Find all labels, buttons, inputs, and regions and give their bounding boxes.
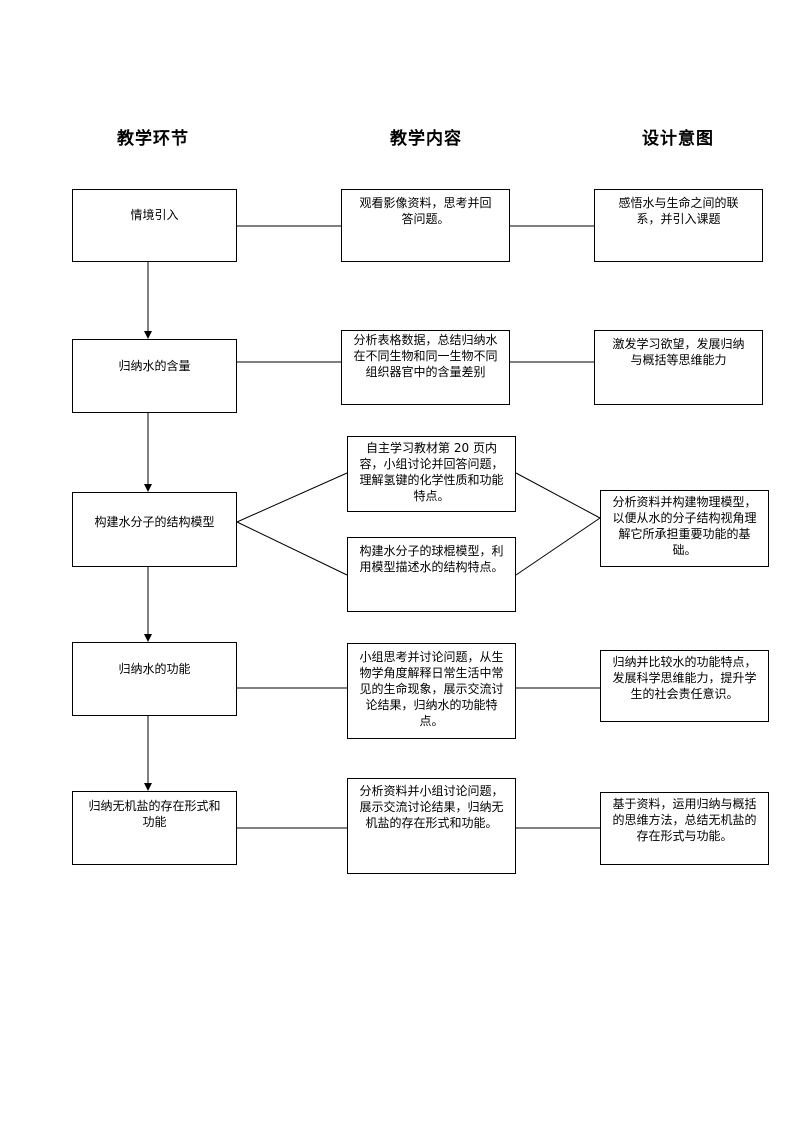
content-text-2: 分析表格数据，总结归纳水在不同生物和同一生物不同组织器官中的含量差别 <box>353 333 498 379</box>
content-box-3a: 自主学习教材第 20 页内容，小组讨论并回答问题，理解氢键的化学性质和功能特点。 <box>347 436 516 512</box>
content-text-1: 观看影像资料，思考并回答问题。 <box>359 196 492 226</box>
stage-label-3: 构建水分子的结构模型 <box>94 515 215 529</box>
stage-box-4: 归纳水的功能 <box>72 642 237 716</box>
stage-label-1: 情境引入 <box>130 208 179 222</box>
content-text-3a: 自主学习教材第 20 页内容，小组讨论并回答问题，理解氢键的化学性质和功能特点。 <box>359 441 504 503</box>
intent-text-1: 感悟水与生命之间的联系，并引入课题 <box>618 196 739 226</box>
intent-text-3: 分析资料并构建物理模型，以便从水的分子结构视角理解它所承担重要功能的基础。 <box>612 495 757 557</box>
stage-label-2: 归纳水的含量 <box>118 359 191 373</box>
stage-label-5: 归纳无机盐的存在形式和功能 <box>88 799 221 829</box>
intent-box-2: 激发学习欲望，发展归纳与概括等思维能力 <box>594 330 763 405</box>
intent-box-5: 基于资料，运用归纳与概括的思维方法，总结无机盐的存在形式与功能。 <box>600 792 769 865</box>
content-text-5: 分析资料并小组讨论问题，展示交流讨论结果，归纳无机盐的存在形式和功能。 <box>359 784 504 830</box>
intent-text-2: 激发学习欲望，发展归纳与概括等思维能力 <box>612 337 745 367</box>
content-text-4: 小组思考并讨论问题，从生物学角度解释日常生活中常见的生命现象，展示交流讨论结果，… <box>359 650 504 728</box>
header-design-intent: 设计意图 <box>642 129 714 149</box>
header-teaching-stage: 教学环节 <box>117 129 189 149</box>
content-box-1: 观看影像资料，思考并回答问题。 <box>341 189 510 262</box>
content-box-4: 小组思考并讨论问题，从生物学角度解释日常生活中常见的生命现象，展示交流讨论结果，… <box>347 643 516 739</box>
connector-row3-b-bot <box>515 517 601 576</box>
content-box-2: 分析表格数据，总结归纳水在不同生物和同一生物不同组织器官中的含量差别 <box>341 330 510 405</box>
intent-box-3: 分析资料并构建物理模型，以便从水的分子结构视角理解它所承担重要功能的基础。 <box>600 490 769 567</box>
content-text-3b: 构建水分子的球棍模型，利用模型描述水的结构特点。 <box>359 544 504 574</box>
stage-box-1: 情境引入 <box>72 189 237 262</box>
connector-row3-b-top <box>515 472 601 519</box>
content-box-3b: 构建水分子的球棍模型，利用模型描述水的结构特点。 <box>347 537 516 612</box>
intent-box-1: 感悟水与生命之间的联系，并引入课题 <box>594 189 763 262</box>
stage-label-4: 归纳水的功能 <box>118 662 191 676</box>
stage-box-3: 构建水分子的结构模型 <box>72 492 237 567</box>
connector-row3-a-bot <box>236 521 348 576</box>
intent-text-4: 归纳并比较水的功能特点，发展科学思维能力，提升学生的社会责任意识。 <box>612 655 757 701</box>
intent-box-4: 归纳并比较水的功能特点，发展科学思维能力，提升学生的社会责任意识。 <box>600 650 769 722</box>
stage-box-2: 归纳水的含量 <box>72 339 237 413</box>
content-box-5: 分析资料并小组讨论问题，展示交流讨论结果，归纳无机盐的存在形式和功能。 <box>347 778 516 874</box>
stage-box-5: 归纳无机盐的存在形式和功能 <box>72 791 237 865</box>
intent-text-5: 基于资料，运用归纳与概括的思维方法，总结无机盐的存在形式与功能。 <box>612 797 757 843</box>
connector-row3-a-top <box>236 472 348 523</box>
header-teaching-content: 教学内容 <box>390 129 462 149</box>
